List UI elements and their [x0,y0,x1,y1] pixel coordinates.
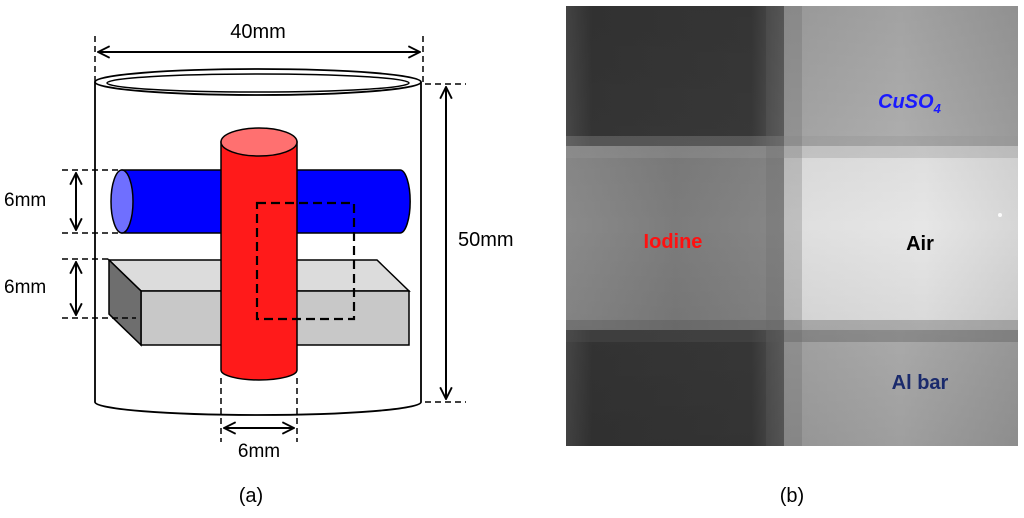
height-dimension: 50mm [425,83,514,403]
iodine-rod-body [220,141,298,381]
al-bar-label: Al bar [892,372,949,394]
cuso4-label-base: CuSO [878,91,934,113]
iodine-rod-shape [220,127,298,381]
xray-image: CuSO4 Iodine Air Al bar [566,6,1018,446]
caption-a: (a) [239,485,263,507]
iodine-rod-top [220,127,298,157]
tube-diameter-dimension: 6mm [4,169,118,234]
bar-height-label: 6mm [4,277,46,298]
cuso4-tube-end [110,169,134,234]
al-bar-end [108,258,142,347]
height-label: 50mm [458,229,514,251]
cuso4-label-sub: 4 [933,101,942,116]
dashed-roi-box [255,201,356,321]
phantom-schematic: 40mm [4,21,514,507]
rod-diameter-dimension: 6mm [220,378,298,462]
width-dimension: 40mm [94,21,424,82]
tube-diameter-label: 6mm [4,190,46,211]
width-label: 40mm [230,21,286,43]
bar-height-dimension: 6mm [4,258,136,319]
caption-b: (b) [780,485,804,507]
cuso4-label: CuSO4 [878,91,942,116]
air-label: Air [906,233,934,255]
rod-diameter-label: 6mm [238,441,280,462]
cylinder-rim [94,68,422,96]
cylinder-container [94,82,422,416]
iodine-label: Iodine [644,231,703,253]
